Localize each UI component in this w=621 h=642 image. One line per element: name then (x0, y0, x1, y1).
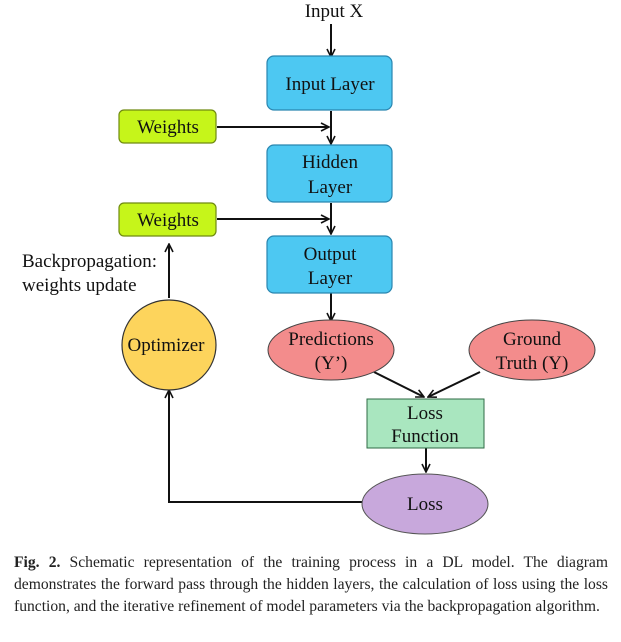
weights-box-bottom (118, 202, 217, 237)
hidden-layer-label-line2: Layer (308, 177, 353, 198)
optimizer-label: Optimizer (127, 335, 205, 356)
figure-caption: Fig. 2. Schematic representation of the … (14, 552, 608, 618)
input-layer-label: Input Layer (285, 74, 375, 95)
hidden-layer-box (266, 144, 393, 203)
optimizer-circle (121, 299, 217, 391)
input-x-label: Input X (305, 1, 364, 22)
hidden-layer-label-line1: Hidden (302, 152, 358, 173)
backpropagation-label-line1: Backpropagation: (22, 251, 157, 272)
backpropagation-label-line2: weights update (22, 275, 137, 296)
caption-figure-label: Fig. 2. (14, 554, 61, 571)
loss-ellipse (361, 473, 489, 535)
caption-text: Schematic representation of the training… (14, 554, 608, 615)
ground-truth-label-line2: Truth (Y) (496, 353, 569, 374)
arrow-predictions-to-loss-function (373, 371, 424, 398)
connectors (169, 24, 481, 503)
weights-top-label: Weights (137, 117, 199, 138)
predictions-ellipse (267, 319, 395, 381)
weights-box-top (118, 109, 217, 144)
arrow-loss-to-optimizer (169, 390, 362, 503)
loss-function-box (366, 398, 485, 449)
loss-label: Loss (407, 494, 443, 515)
ground-truth-ellipse (468, 319, 596, 381)
weights-bottom-label: Weights (137, 210, 199, 231)
input-layer-box (266, 55, 393, 111)
output-layer-label-line2: Layer (308, 268, 353, 289)
arrow-truth-to-loss-function (428, 371, 481, 397)
output-layer-box (266, 235, 393, 294)
loss-function-label-line2: Function (391, 426, 459, 447)
predictions-label-line2: (Y’) (315, 353, 348, 374)
predictions-label-line1: Predictions (288, 329, 374, 350)
training-process-diagram: Input X Input Layer Hidden Layer Output … (22, 1, 596, 535)
output-layer-label-line1: Output (304, 244, 358, 265)
loss-function-label-line1: Loss (407, 403, 443, 424)
ground-truth-label-line1: Ground (503, 329, 562, 350)
